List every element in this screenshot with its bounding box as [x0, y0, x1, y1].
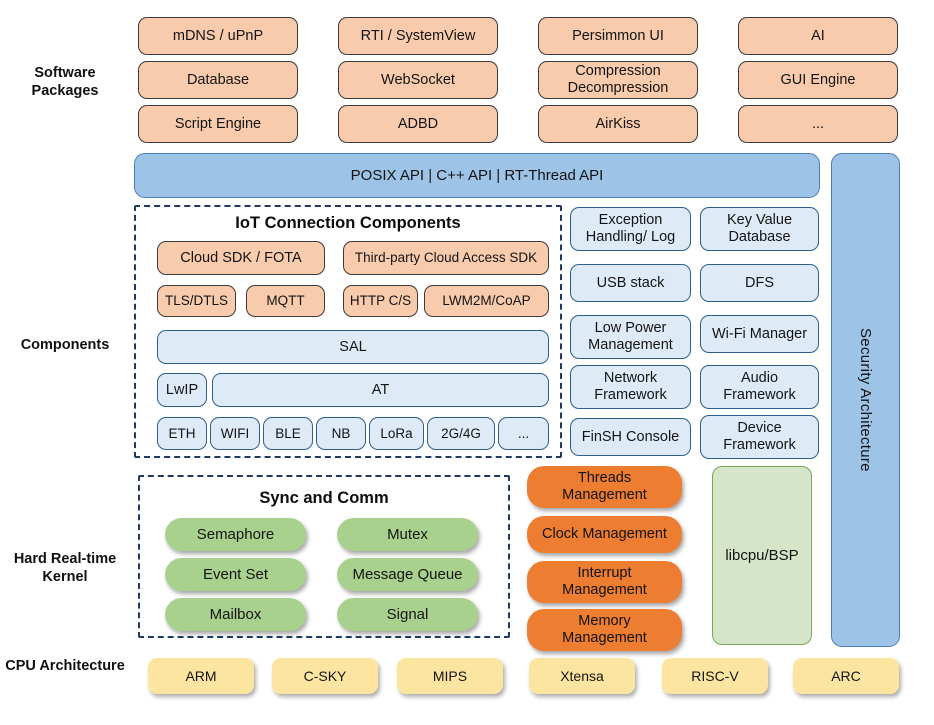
iot-box[interactable]: TLS/DTLS	[157, 285, 236, 317]
iot-box[interactable]: LWM2M/CoAP	[424, 285, 549, 317]
link-box[interactable]: ...	[498, 417, 549, 450]
component-box[interactable]: Exception Handling/ Log	[570, 207, 691, 251]
component-box[interactable]: Key Value Database	[700, 207, 819, 251]
cpu-arch-box[interactable]: MIPS	[397, 658, 503, 694]
security-architecture-label: Security Architecture	[857, 328, 875, 472]
component-box[interactable]: Wi-Fi Manager	[700, 315, 819, 353]
row-label-components: Components	[20, 337, 110, 353]
package-box[interactable]: RTI / SystemView	[338, 17, 498, 55]
row-label-kernel: Hard Real-time Kernel	[13, 551, 117, 586]
kernel-service-box[interactable]: Memory Management	[527, 609, 682, 651]
component-box[interactable]: DFS	[700, 264, 819, 302]
component-box[interactable]: Audio Framework	[700, 365, 819, 409]
kernel-service-box[interactable]: Clock Management	[527, 516, 682, 553]
cpu-arch-box[interactable]: C-SKY	[272, 658, 378, 694]
cpu-arch-box[interactable]: RISC-V	[662, 658, 768, 694]
link-box[interactable]: 2G/4G	[427, 417, 495, 450]
cpu-arch-box[interactable]: ARM	[148, 658, 254, 694]
sync-box[interactable]: Semaphore	[165, 518, 306, 551]
link-box[interactable]: NB	[316, 417, 366, 450]
sync-box[interactable]: Mailbox	[165, 598, 306, 631]
link-box[interactable]: WIFI	[210, 417, 260, 450]
link-box[interactable]: BLE	[263, 417, 313, 450]
api-bar[interactable]: POSIX API | C++ API | RT-Thread API	[134, 153, 820, 198]
component-box[interactable]: USB stack	[570, 264, 691, 302]
sync-box[interactable]: Event Set	[165, 558, 306, 591]
iot-box[interactable]: HTTP C/S	[343, 285, 418, 317]
package-box[interactable]: AI	[738, 17, 898, 55]
package-box[interactable]: GUI Engine	[738, 61, 898, 99]
row-label-cpu-architecture: CPU Architecture	[5, 658, 125, 674]
component-box[interactable]: Network Framework	[570, 365, 691, 409]
iot-group-title: IoT Connection Components	[235, 214, 461, 232]
iot-box[interactable]: Third-party Cloud Access SDK	[343, 241, 549, 275]
sync-box[interactable]: Message Queue	[337, 558, 478, 591]
lwip-box[interactable]: LwIP	[157, 373, 207, 407]
kernel-service-box[interactable]: Interrupt Management	[527, 561, 682, 603]
sync-box[interactable]: Signal	[337, 598, 478, 631]
package-box[interactable]: mDNS / uPnP	[138, 17, 298, 55]
component-box[interactable]: Low Power Management	[570, 315, 691, 359]
package-box[interactable]: AirKiss	[538, 105, 698, 143]
package-box[interactable]: Database	[138, 61, 298, 99]
cpu-arch-box[interactable]: ARC	[793, 658, 899, 694]
component-box[interactable]: FinSH Console	[570, 418, 691, 456]
row-label-software-packages: Software Packages	[31, 65, 99, 100]
security-architecture-bar[interactable]: Security Architecture	[831, 153, 900, 647]
package-box[interactable]: Script Engine	[138, 105, 298, 143]
package-box[interactable]: WebSocket	[338, 61, 498, 99]
iot-box[interactable]: Cloud SDK / FOTA	[157, 241, 325, 275]
iot-box[interactable]: MQTT	[246, 285, 325, 317]
at-box[interactable]: AT	[212, 373, 549, 407]
package-box[interactable]: Compression Decompression	[538, 61, 698, 99]
libcpu-bsp-box[interactable]: libcpu/BSP	[712, 466, 812, 645]
link-box[interactable]: LoRa	[369, 417, 424, 450]
component-box[interactable]: Device Framework	[700, 415, 819, 459]
cpu-arch-box[interactable]: Xtensa	[529, 658, 635, 694]
package-box[interactable]: Persimmon UI	[538, 17, 698, 55]
sal-box[interactable]: SAL	[157, 330, 549, 364]
sync-group-title: Sync and Comm	[259, 489, 389, 507]
kernel-service-box[interactable]: Threads Management	[527, 466, 682, 508]
package-box[interactable]: ADBD	[338, 105, 498, 143]
sync-box[interactable]: Mutex	[337, 518, 478, 551]
link-box[interactable]: ETH	[157, 417, 207, 450]
package-box[interactable]: ...	[738, 105, 898, 143]
